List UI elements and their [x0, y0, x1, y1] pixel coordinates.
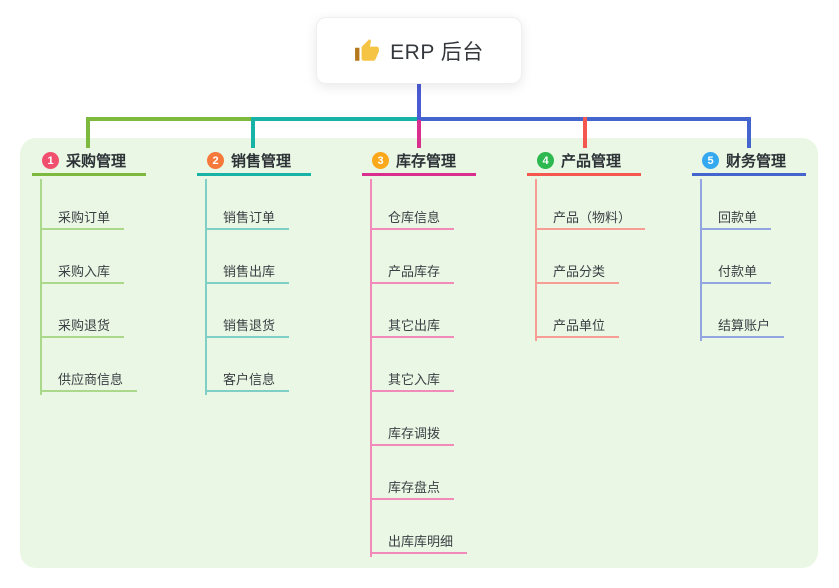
- branch-child-rail: [535, 179, 537, 341]
- child-node[interactable]: 产品（物料）: [535, 176, 646, 230]
- child-node[interactable]: 结算账户: [700, 284, 785, 338]
- branch-child-rail: [700, 179, 702, 341]
- branch-node-product[interactable]: 4 产品管理: [527, 148, 641, 176]
- branch-sales: 2 销售管理 销售订单 销售出库 销售退货 客户信息: [197, 148, 311, 395]
- branch-child-rail: [205, 179, 207, 395]
- root-node-label: ERP 后台: [390, 40, 484, 64]
- branch-product: 4 产品管理 产品（物料） 产品分类 产品单位: [527, 148, 646, 341]
- branch-child-rail: [40, 179, 42, 395]
- connector-drop-branch3: [417, 120, 421, 148]
- branch-node-purchase[interactable]: 1 采购管理: [32, 148, 146, 176]
- child-node[interactable]: 回款单: [700, 176, 772, 230]
- child-node[interactable]: 产品库存: [370, 230, 455, 284]
- child-node[interactable]: 销售订单: [205, 176, 290, 230]
- connector-drop-branch4: [583, 117, 587, 148]
- root-node-erp[interactable]: ERP 后台: [316, 17, 522, 84]
- child-node[interactable]: 采购入库: [40, 230, 125, 284]
- child-node[interactable]: 销售退货: [205, 284, 290, 338]
- child-node[interactable]: 产品分类: [535, 230, 620, 284]
- branch-child-rail: [370, 179, 372, 557]
- branch-node-finance[interactable]: 5 财务管理: [692, 148, 806, 176]
- branch-node-inventory[interactable]: 3 库存管理: [362, 148, 476, 176]
- connector-horizontal-branch2: [251, 117, 419, 121]
- child-node[interactable]: 库存盘点: [370, 446, 455, 500]
- branch-finance: 5 财务管理 回款单 付款单 结算账户: [692, 148, 806, 341]
- branch-purchase: 1 采购管理 采购订单 采购入库 采购退货 供应商信息: [32, 148, 146, 395]
- badge-number-icon: 4: [537, 152, 554, 169]
- child-node[interactable]: 出库库明细: [370, 500, 468, 554]
- branch-title: 采购管理: [66, 153, 127, 170]
- badge-number-icon: 3: [372, 152, 389, 169]
- badge-number-icon: 5: [702, 152, 719, 169]
- child-node[interactable]: 仓库信息: [370, 176, 455, 230]
- badge-number-icon: 2: [207, 152, 224, 169]
- thumbs-up-icon: [354, 38, 380, 64]
- badge-number-icon: 1: [42, 152, 59, 169]
- child-node[interactable]: 付款单: [700, 230, 772, 284]
- connector-horizontal-branch1: [86, 117, 253, 121]
- child-node[interactable]: 库存调拨: [370, 392, 455, 446]
- child-node[interactable]: 采购退货: [40, 284, 125, 338]
- branch-title: 库存管理: [396, 153, 457, 170]
- connector-drop-branch2: [251, 117, 255, 148]
- connector-drop-branch5: [747, 117, 751, 148]
- branch-title: 财务管理: [726, 153, 787, 170]
- connector-root-stem: [417, 84, 421, 120]
- child-node[interactable]: 客户信息: [205, 338, 290, 392]
- branch-title: 销售管理: [231, 153, 292, 170]
- branch-node-sales[interactable]: 2 销售管理: [197, 148, 311, 176]
- branch-inventory: 3 库存管理 仓库信息 产品库存 其它出库 其它入库 库存调拨 库存盘点 出库库…: [362, 148, 476, 557]
- branches-background-panel: [20, 138, 818, 568]
- child-node[interactable]: 产品单位: [535, 284, 620, 338]
- child-node[interactable]: 其它入库: [370, 338, 455, 392]
- child-node[interactable]: 销售出库: [205, 230, 290, 284]
- child-node[interactable]: 其它出库: [370, 284, 455, 338]
- child-node[interactable]: 采购订单: [40, 176, 125, 230]
- connector-drop-branch1: [86, 117, 90, 148]
- branch-title: 产品管理: [561, 153, 622, 170]
- child-node[interactable]: 供应商信息: [40, 338, 138, 392]
